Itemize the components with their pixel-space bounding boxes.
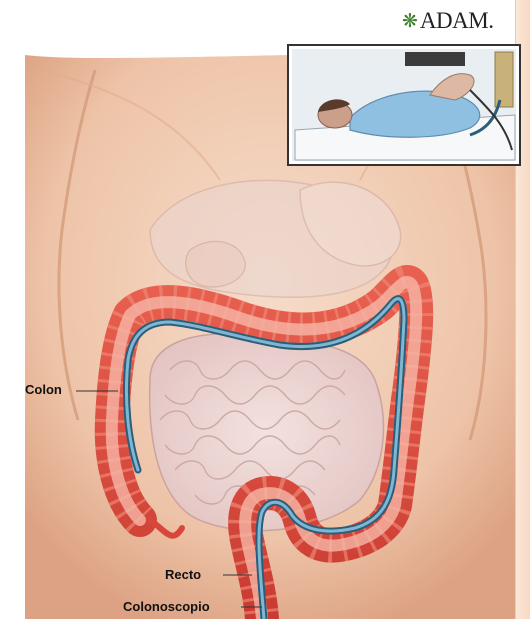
- colon-label: Colon: [25, 382, 62, 397]
- logo-text: ADAM.: [420, 8, 494, 34]
- upper-organs: [150, 180, 401, 297]
- adam-logo: ❋ ADAM.: [402, 6, 512, 36]
- rectum-label: Recto: [165, 567, 201, 582]
- colonoscope-label: Colonoscopio: [123, 599, 210, 614]
- leaf-star-icon: ❋: [402, 12, 418, 31]
- inset-patient-photo: [288, 45, 520, 165]
